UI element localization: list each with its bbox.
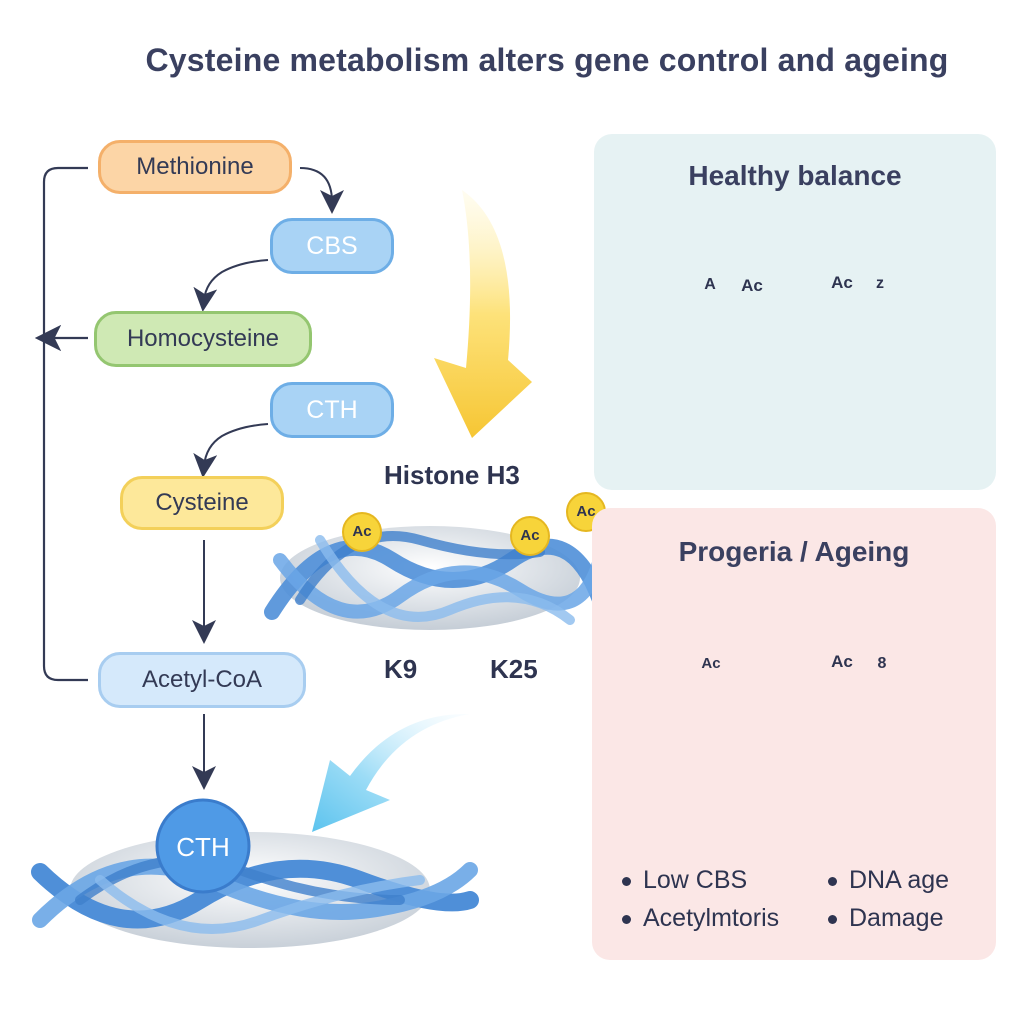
healthy-title: Healthy balance xyxy=(688,160,902,191)
node-homocysteine: Homocysteine xyxy=(94,311,312,367)
lysine-k25-label: K25 xyxy=(490,654,538,684)
healthy-mark-right-ac: Ac xyxy=(831,273,853,292)
dna-helix-icon xyxy=(31,832,479,948)
page-title: Cysteine metabolism alters gene control … xyxy=(145,42,949,78)
healthy-mark-left: A xyxy=(704,276,716,293)
bullet-dna-age: DNA age xyxy=(828,866,949,895)
ageing-mark-left: Ac xyxy=(701,655,721,672)
loop-bracket xyxy=(42,166,88,682)
node-cth: CTH xyxy=(270,382,394,438)
healthy-mark-ac: Ac xyxy=(741,276,763,295)
bullet-low-cbs: Low CBS xyxy=(622,866,747,895)
healthy-mark-right: z xyxy=(876,275,884,292)
bullet-acetylmtoris: Acetylmtoris xyxy=(622,904,779,933)
yellow-arrow-icon xyxy=(434,190,532,438)
blue-arrow-icon xyxy=(312,713,470,832)
histone-ac-mark-3: Ac xyxy=(576,503,596,520)
healthy-panel: Healthy balance xyxy=(594,134,996,490)
histone-helix-icon xyxy=(264,526,608,630)
bullet-damage: Damage xyxy=(828,904,944,933)
ageing-mark-right-ac: Ac xyxy=(831,652,853,671)
lysine-k9-label: K9 xyxy=(384,654,418,684)
arrow-cth-cysteine xyxy=(193,423,269,478)
histone-label: Histone H3 xyxy=(384,460,520,490)
node-cysteine: Cysteine xyxy=(120,476,284,530)
histone-ac-mark-2: Ac xyxy=(520,527,540,544)
ageing-mark-right: 8 xyxy=(877,655,887,672)
histone-ac-mark-1: Ac xyxy=(352,523,372,540)
node-cbs: CBS xyxy=(270,218,394,274)
cth-dna-circle xyxy=(155,798,251,894)
node-cth-dna: CTH xyxy=(176,832,230,862)
ageing-title: Progeria / Ageing xyxy=(678,536,910,567)
arrow-methionine-cbs xyxy=(299,167,344,214)
node-acetyl-coa: Acetyl-CoA xyxy=(98,652,306,708)
node-methionine: Methionine xyxy=(98,140,292,194)
arrow-cbs-homocysteine xyxy=(193,259,269,312)
ageing-panel: Progeria / Ageing xyxy=(592,508,996,960)
